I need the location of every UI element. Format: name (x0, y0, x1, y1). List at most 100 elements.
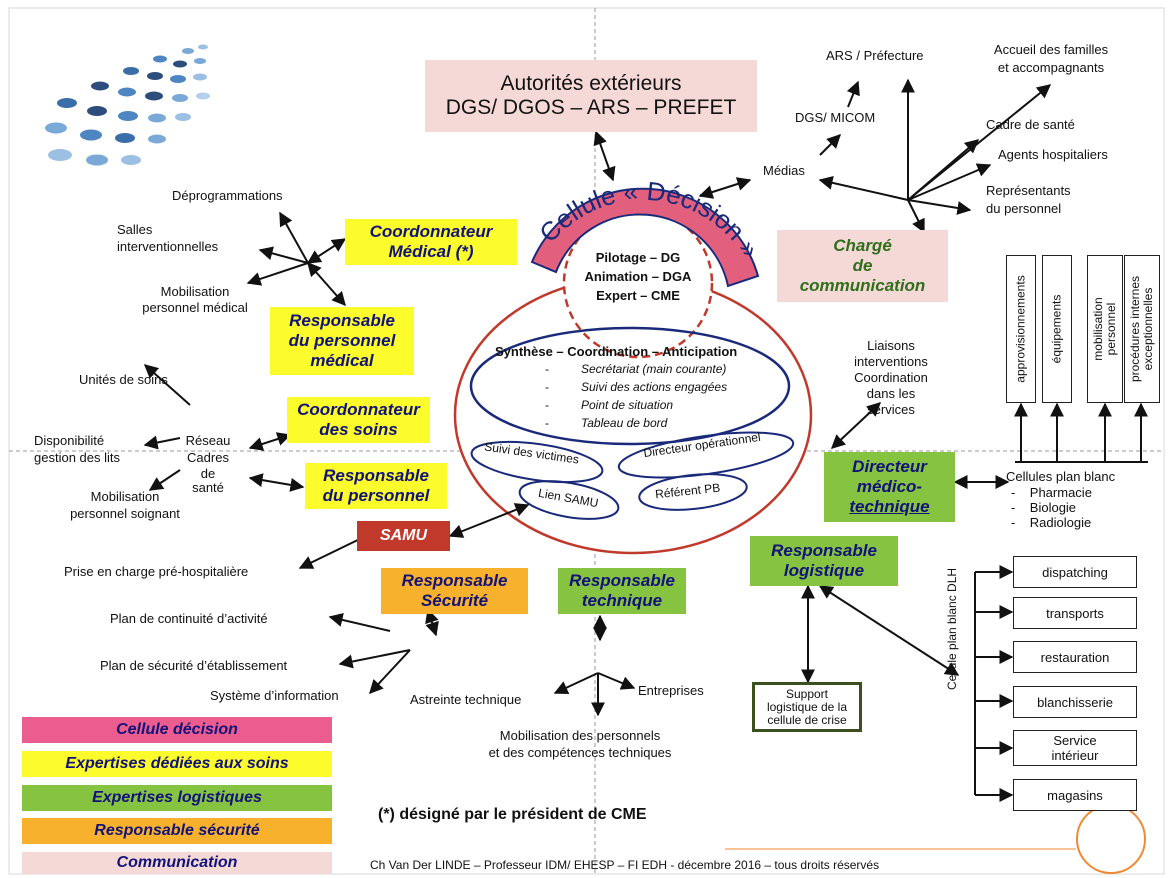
box-mobilisation-personnel: mobilisation personnel (1087, 255, 1123, 403)
dir-med-line1: Directeur (852, 457, 927, 476)
label-repr-2: du personnel (986, 201, 1062, 216)
label-reseau-3: de (200, 466, 216, 481)
label-systeme-information: Système d’information (210, 688, 339, 703)
label-reseau-4: santé (192, 480, 224, 495)
label-mobil-soi-1: Mobilisation (90, 489, 160, 504)
label-cadre-sante: Cadre de santé (986, 117, 1075, 132)
bullet: - (545, 416, 549, 430)
box-dispatching: dispatching (1013, 556, 1137, 588)
resp-medical-box: Responsable du personnel médical (270, 307, 414, 375)
footer-credit: Ch Van Der LINDE – Professeur IDM/ EHESP… (370, 858, 880, 872)
resp-medical-line3: médical (310, 351, 374, 370)
resp-secu-line1: Responsable (401, 571, 508, 590)
resp-technique-box: Responsable technique (558, 568, 686, 614)
label-mobil-med-2: personnel médical (142, 300, 248, 315)
logo-dots-icon (45, 44, 210, 166)
vbox-text: équipements (1049, 294, 1064, 364)
label-liaisons-1: Liaisons (867, 338, 915, 353)
resp-secu-line2: Sécurité (420, 591, 489, 610)
synthesis-item: Tableau de bord (581, 416, 668, 430)
label-medias: Médias (763, 163, 805, 178)
label-repr-1: Représentants (986, 183, 1071, 198)
label-mobil-soi-2: personnel soignant (70, 506, 180, 521)
authorities-line1: Autorités extérieurs (500, 72, 682, 95)
label-cellule-dlh: Cellule plan blanc DLH (945, 567, 959, 690)
label-reseau-2: Cadres (187, 450, 229, 465)
label-liaisons-3: Coordination (854, 370, 928, 385)
box-service-interieur: Service intérieur (1013, 730, 1137, 766)
label-deprogrammations: Déprogrammations (172, 188, 283, 203)
vbox-text: procédures internes exceptionnelles (1128, 275, 1155, 383)
label-dgs-micom: DGS/ MICOM (795, 110, 876, 125)
coord-medical-line1: Coordonnateur (369, 222, 493, 241)
label-liaisons-2: interventions (854, 354, 928, 369)
label-mobil-tech-2: et des compétences techniques (488, 745, 672, 760)
box-restauration: restauration (1013, 641, 1137, 673)
synthesis-item: Suivi des actions engagées (581, 380, 728, 394)
charge-line2: de (852, 256, 873, 275)
samu-box: SAMU (357, 521, 450, 551)
legend-expertises-logistiques: Expertises logistiques (22, 785, 332, 811)
resp-personnel-line2: du personnel (322, 486, 430, 505)
decision-arc-band (530, 187, 760, 288)
legend-cellule-decision: Cellule décision (22, 717, 332, 743)
box-equipements: équipements (1042, 255, 1072, 403)
legend-expertises-soins: Expertises dédiées aux soins (22, 751, 332, 777)
resp-tech-line2: technique (581, 591, 663, 610)
footnote: (*) désigné par le président de CME (378, 806, 647, 823)
label-plan-securite: Plan de sécurité d’établissement (100, 658, 288, 673)
support-line3: cellule de crise (767, 712, 847, 727)
label-reseau-1: Réseau (185, 433, 231, 448)
resp-medical-line2: du personnel (288, 331, 396, 350)
label-accueil-1: Accueil des familles (993, 42, 1109, 57)
coord-soins-line1: Coordonnateur (297, 400, 420, 419)
decision-inner-text: Pilotage – DG Animation – DGA Expert – C… (578, 248, 698, 305)
coord-medical-box: Coordonnateur Médical (*) (345, 219, 517, 265)
vbox-text: mobilisation personnel (1091, 297, 1118, 361)
corner-circle-icon (1076, 804, 1146, 874)
synthesis-title: Synthèse – Coordination – Anticipation (495, 344, 738, 359)
synthesis-oval (469, 326, 791, 446)
synthesis-item: Point de situation (581, 398, 674, 412)
synthesis-item: Secrétariat (main courante) (581, 362, 727, 376)
bullet: - (545, 398, 549, 412)
bullet: - (545, 362, 549, 376)
label-salles-1: Salles (117, 222, 153, 237)
label-liaisons-4: dans les (866, 386, 916, 401)
box-approvisionnements: approvisionnements (1006, 255, 1036, 403)
resp-logistique-box: Responsable logistique (750, 536, 898, 586)
charge-communication-box: Chargé de communication (777, 230, 948, 302)
resp-personnel-line1: Responsable (323, 466, 429, 485)
coord-soins-line2: des soins (319, 420, 398, 439)
referent-oval (638, 473, 748, 511)
box-procedures: procédures internes exceptionnelles (1124, 255, 1160, 403)
resp-log-line2: logistique (783, 561, 865, 580)
label-cellules-plan-blanc: Cellules plan blanc (1006, 469, 1116, 484)
label-astreinte: Astreinte technique (410, 692, 522, 707)
suivi-oval (470, 440, 604, 484)
cellule-radiologie: Radiologie (1029, 515, 1092, 530)
resp-securite-box: Responsable Sécurité (381, 568, 528, 614)
label-unites-soins: Unités de soins (79, 372, 168, 387)
decision-animation: Animation – DGA (584, 269, 692, 284)
bullet: - (545, 380, 549, 394)
authorities-line2: DGS/ DGOS – ARS – PREFET (445, 96, 737, 119)
support-line1: Support (785, 686, 829, 701)
cellule-biologie: Biologie (1029, 500, 1077, 515)
label-salles-2: interventionnelles (117, 239, 219, 254)
charge-line1: Chargé (833, 236, 892, 255)
coord-medical-line2: Médical (*) (388, 242, 474, 261)
label-liaisons-5: services (867, 402, 915, 417)
directeur-medico-box: Directeur médico- technique (824, 452, 955, 522)
label-prise-en-charge: Prise en charge pré-hospitalière (64, 564, 249, 579)
vbox-text: approvisionnements (1013, 275, 1028, 383)
resp-personnel-box: Responsable du personnel (305, 463, 447, 509)
label-entreprises: Entreprises (638, 683, 704, 698)
support-logistique-box: Support logistique de la cellule de cris… (752, 682, 862, 732)
resp-tech-line1: Responsable (569, 571, 675, 590)
box-magasins: magasins (1013, 779, 1137, 811)
coord-soins-box: Coordonnateur des soins (287, 397, 430, 443)
legend-responsable-securite: Responsable sécurité (22, 818, 332, 844)
decision-expert: Expert – CME (596, 288, 680, 303)
